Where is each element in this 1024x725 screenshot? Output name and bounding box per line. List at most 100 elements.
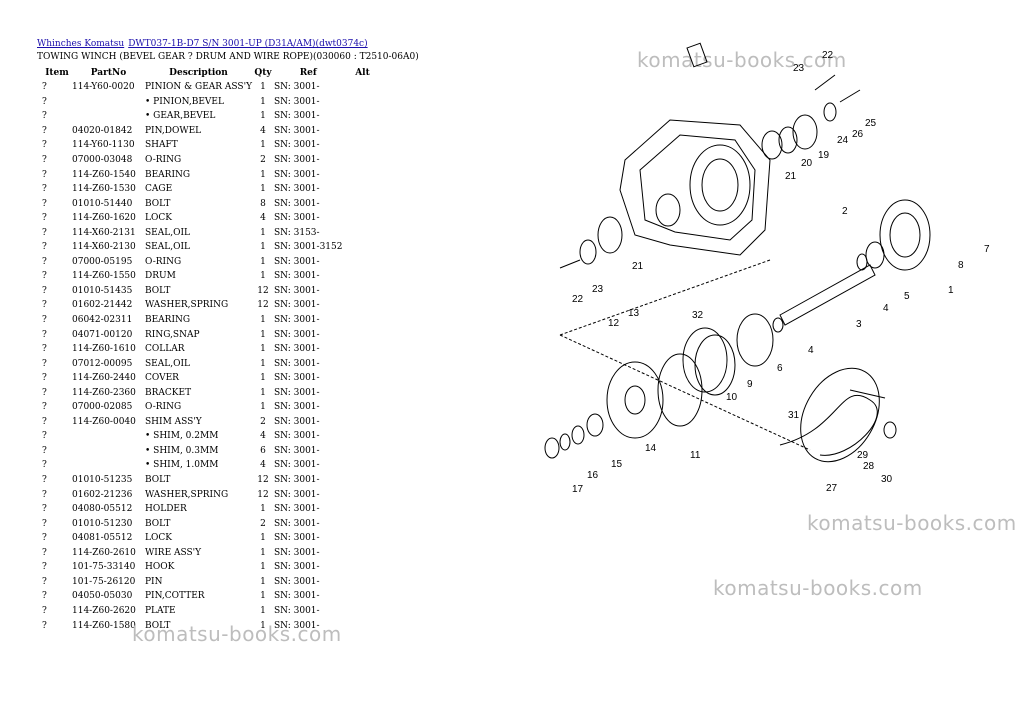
cell-ref: SN: 3001-	[274, 387, 320, 398]
cell-alt	[342, 589, 382, 604]
wire-rope	[779, 394, 878, 456]
cell-ref: SN: 3001-	[274, 184, 320, 195]
cell-alt	[342, 560, 382, 575]
cell-ref: SN: 3001-	[274, 504, 320, 515]
cell-item: ?	[42, 445, 47, 456]
cell-description: PINION & GEAR ASS'Y	[145, 82, 253, 93]
cell-ref: SN: 3001-	[274, 344, 320, 355]
cell-ref: SN: 3001-	[274, 96, 320, 107]
cell-item: ?	[42, 358, 47, 369]
cell-partno: 04080-05512	[72, 504, 133, 515]
cell-alt	[342, 80, 382, 95]
cell-partno: 07000-03048	[72, 155, 133, 165]
cell-qty: 1	[260, 504, 266, 515]
cell-partno: 01010-51235	[72, 475, 133, 486]
cell-description: O-RING	[145, 256, 182, 267]
cell-ref: SN: 3001-	[274, 358, 320, 369]
left-cage	[597, 216, 623, 254]
cell-item: ?	[42, 271, 47, 282]
cell-description: WIRE ASS'Y	[145, 547, 202, 558]
bevel-gear	[879, 199, 931, 271]
cell-qty: 1	[260, 169, 266, 180]
seal-10	[694, 334, 736, 396]
assembly-line	[559, 259, 771, 336]
cell-item: ?	[42, 227, 47, 238]
table-header-row: Item PartNo Description Qty Ref Alt	[37, 66, 382, 80]
cell-ref: SN: 3001-	[274, 475, 320, 486]
callout-label: 8	[958, 260, 964, 271]
left-lock	[579, 239, 597, 265]
cell-ref: SN: 3001-	[274, 125, 320, 136]
cell-qty: 1	[260, 242, 266, 253]
callout-label: 25	[865, 118, 877, 129]
cell-qty: 4	[260, 431, 266, 442]
housing-bore	[689, 144, 751, 226]
drum-hub	[624, 385, 646, 415]
callout-label: 20	[801, 158, 813, 169]
cell-description: WASHER,SPRING	[145, 300, 229, 311]
oring-part	[778, 126, 798, 154]
cell-ref: SN: 3001-	[274, 82, 320, 93]
watermark: komatsu-books.com	[807, 511, 1017, 535]
cell-partno	[72, 444, 145, 459]
cover-14	[586, 413, 604, 437]
callout-label: 21	[785, 171, 797, 182]
cell-alt	[342, 516, 382, 531]
cell-qty: 1	[260, 111, 266, 122]
cell-alt	[342, 240, 382, 255]
cell-item: ?	[42, 96, 47, 107]
cell-ref: SN: 3001-	[274, 620, 320, 631]
cell-partno: 114-Z60-2610	[72, 547, 136, 558]
cell-partno: 114-Z60-2360	[72, 387, 136, 398]
callout-label: 30	[881, 474, 893, 485]
cell-description: O-RING	[145, 155, 182, 165]
breadcrumb-link-category[interactable]: Whinches Komatsu	[37, 39, 125, 49]
cell-description: LOCK	[145, 533, 172, 544]
callout-label: 21	[632, 261, 644, 272]
breadcrumb-link-model[interactable]: DWT037-1B-D7 S/N 3001-UP (D31A/AM)(dwt03…	[128, 39, 368, 49]
callout-label: 29	[857, 450, 869, 461]
cell-partno: 114-Z60-2440	[72, 373, 136, 384]
cell-alt	[342, 327, 382, 342]
bolt-parts	[814, 74, 861, 103]
cell-ref: SN: 3001-	[274, 315, 320, 326]
cell-qty: 8	[260, 198, 266, 209]
cell-ref: SN: 3001-	[274, 155, 320, 165]
cell-item: ?	[42, 184, 47, 195]
cell-item: ?	[42, 329, 47, 340]
cell-item: ?	[42, 576, 47, 587]
callout-label: 23	[592, 284, 604, 295]
cell-description: BEARING	[145, 169, 191, 180]
cell-description: COVER	[145, 373, 179, 384]
cell-alt	[342, 546, 382, 561]
cell-qty: 2	[260, 416, 266, 427]
cell-qty: 1	[260, 547, 266, 558]
cell-partno: 114-Z60-1550	[72, 271, 136, 282]
callout-label: 32	[692, 310, 704, 321]
cell-description: BOLT	[145, 475, 171, 486]
cell-ref: SN: 3001-	[274, 416, 320, 427]
cell-ref: SN: 3001-	[274, 547, 320, 558]
cell-qty: 2	[260, 518, 266, 529]
cell-item: ?	[42, 504, 47, 515]
cell-ref: SN: 3001-	[274, 271, 320, 282]
callout-label: 27	[826, 483, 838, 494]
cell-alt	[342, 211, 382, 226]
col-alt: Alt	[355, 68, 370, 78]
callout-label: 4	[808, 345, 814, 356]
cell-item: ?	[42, 300, 47, 311]
cell-ref: SN: 3001-	[274, 285, 320, 296]
cell-alt	[342, 196, 382, 211]
cell-alt	[342, 429, 382, 444]
cell-item: ?	[42, 213, 47, 224]
parts-table: Item PartNo Description Qty Ref Alt ?114…	[37, 66, 382, 633]
